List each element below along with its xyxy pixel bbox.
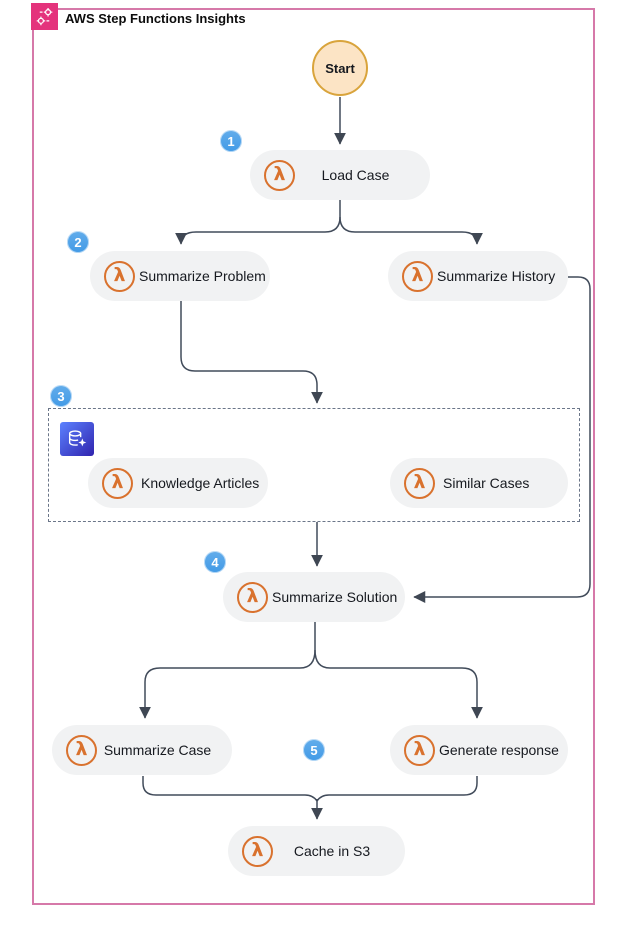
node-label: Summarize Problem xyxy=(139,268,266,284)
step-badge-2: 2 xyxy=(67,231,89,253)
step-badge-1: 1 xyxy=(220,130,242,152)
retrieval-group-box xyxy=(48,408,580,522)
node-similar-cases[interactable]: λ Similar Cases xyxy=(390,458,568,508)
badge-number: 4 xyxy=(211,554,219,570)
lambda-icon: λ xyxy=(237,581,268,613)
node-load-case[interactable]: λ Load Case xyxy=(250,150,430,200)
lambda-icon: λ xyxy=(402,260,433,292)
database-sparkle-icon xyxy=(60,422,94,456)
node-cache-in-s3[interactable]: λ Cache in S3 xyxy=(228,826,405,876)
lambda-icon: λ xyxy=(404,467,435,499)
node-summarize-solution[interactable]: λ Summarize Solution xyxy=(223,572,405,622)
lambda-icon: λ xyxy=(264,159,295,191)
node-generate-response[interactable]: λ Generate response xyxy=(390,725,568,775)
step-badge-4: 4 xyxy=(204,551,226,573)
badge-number: 2 xyxy=(74,234,82,250)
lambda-icon: λ xyxy=(404,734,435,766)
badge-number: 3 xyxy=(57,388,65,404)
start-label: Start xyxy=(325,60,355,76)
node-label: Summarize Case xyxy=(103,742,212,758)
page-title: AWS Step Functions Insights xyxy=(65,11,246,26)
node-label: Cache in S3 xyxy=(293,843,371,859)
node-label: Summarize Solution xyxy=(272,589,398,605)
step-badge-5: 5 xyxy=(303,739,325,761)
node-label: Summarize History xyxy=(437,268,556,284)
node-summarize-case[interactable]: λ Summarize Case xyxy=(52,725,232,775)
node-knowledge-articles[interactable]: λ Knowledge Articles xyxy=(88,458,268,508)
lambda-icon: λ xyxy=(102,467,133,499)
step-badge-3: 3 xyxy=(50,385,72,407)
node-label: Similar Cases xyxy=(443,475,530,491)
node-label: Knowledge Articles xyxy=(141,475,260,491)
lambda-icon: λ xyxy=(242,835,273,867)
node-summarize-history[interactable]: λ Summarize History xyxy=(388,251,568,301)
node-summarize-problem[interactable]: λ Summarize Problem xyxy=(90,251,270,301)
node-label: Load Case xyxy=(321,167,390,183)
lambda-icon: λ xyxy=(104,260,135,292)
badge-number: 1 xyxy=(227,133,235,149)
lambda-icon: λ xyxy=(66,734,97,766)
node-label: Generate response xyxy=(439,742,559,758)
start-node[interactable]: Start xyxy=(312,40,368,96)
step-functions-icon xyxy=(31,3,58,30)
badge-number: 5 xyxy=(310,742,318,758)
